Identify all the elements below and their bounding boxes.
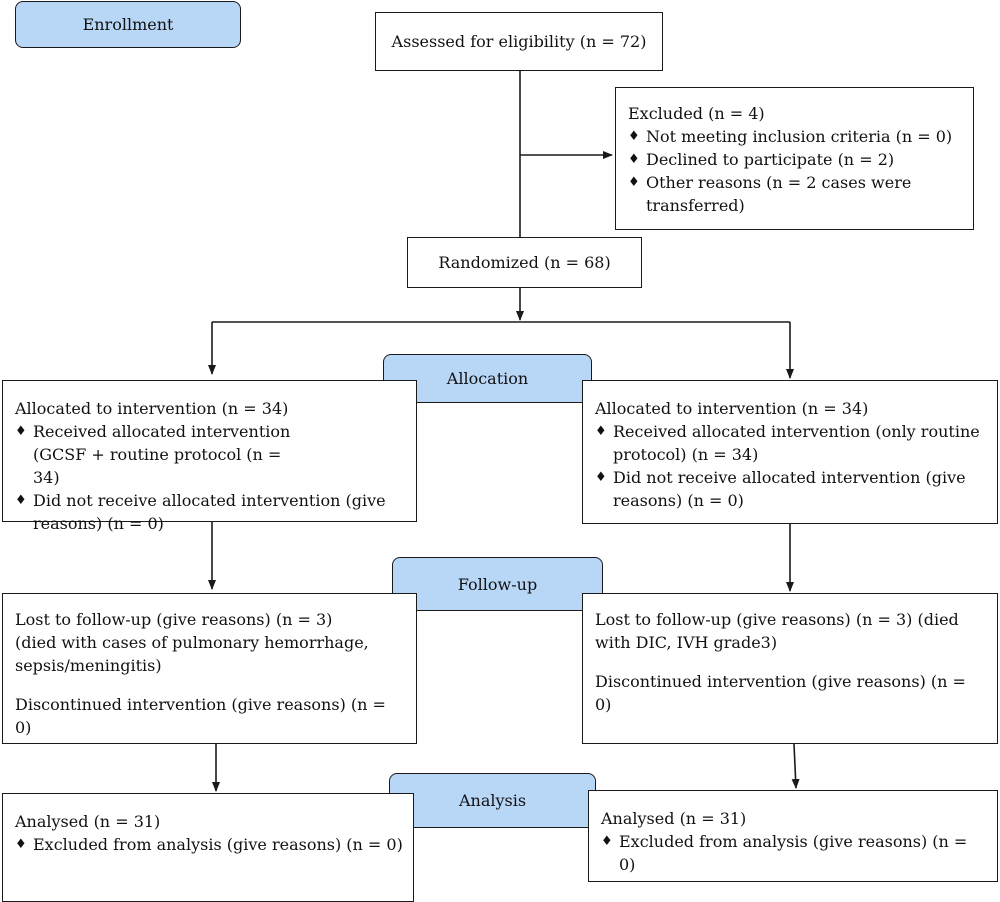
allocation-left-title: Allocated to intervention (n = 34): [15, 399, 289, 418]
follow-up-left-discontinued: Discontinued intervention (give reasons)…: [15, 695, 386, 737]
excluded-title: Excluded (n = 4): [628, 104, 765, 123]
allocation-right-item: ♦ Did not receive allocated intervention…: [595, 468, 966, 510]
arrow-to-analysis-right: [791, 743, 800, 789]
bullet-diamond-icon: ♦: [595, 424, 607, 439]
follow-up-right-discontinued: Discontinued intervention (give reasons)…: [595, 672, 966, 714]
bullet-diamond-icon: ♦: [595, 470, 607, 485]
analysis-left-box: Analysed (n = 31) ♦ Excluded from analys…: [2, 793, 414, 902]
stage-enrollment-label: Enrollment: [82, 15, 174, 34]
stage-analysis: Analysis: [389, 773, 596, 828]
allocation-left-item: ♦ Did not receive allocated intervention…: [15, 491, 386, 533]
analysis-left-item: ♦ Excluded from analysis (give reasons) …: [15, 835, 403, 854]
bullet-diamond-icon: ♦: [628, 152, 640, 167]
excluded-item: ♦ Declined to participate (n = 2): [628, 150, 895, 169]
stage-analysis-label: Analysis: [458, 791, 527, 810]
bullet-diamond-icon: ♦: [15, 424, 27, 439]
allocation-right-title: Allocated to intervention (n = 34): [595, 399, 869, 418]
allocation-left-item: ♦ Received allocated intervention (GCSF …: [15, 422, 291, 487]
excluded-item: ♦ Not meeting inclusion criteria (n = 0): [628, 127, 953, 146]
stage-allocation-label: Allocation: [446, 369, 529, 388]
follow-up-left-box: Lost to follow-up (give reasons) (n = 3)…: [2, 593, 417, 744]
assessed-box: Assessed for eligibility (n = 72): [375, 12, 663, 71]
analysis-right-item: ♦ Excluded from analysis (give reasons) …: [601, 832, 968, 874]
allocation-right-box: Allocated to intervention (n = 34) ♦ Rec…: [582, 380, 998, 524]
analysis-right-title: Analysed (n = 31): [601, 809, 747, 828]
follow-up-right-box: Lost to follow-up (give reasons) (n = 3)…: [582, 593, 998, 744]
stage-enrollment: Enrollment: [15, 1, 241, 48]
assessed-text: Assessed for eligibility (n = 72): [391, 32, 647, 51]
excluded-item: ♦ Other reasons (n = 2 cases were transf…: [628, 173, 912, 215]
bullet-diamond-icon: ♦: [15, 493, 27, 508]
bullet-diamond-icon: ♦: [15, 837, 27, 852]
bullet-diamond-icon: ♦: [601, 834, 613, 849]
stage-follow-up: Follow-up: [392, 557, 603, 611]
allocation-right-item: ♦ Received allocated intervention (only …: [595, 422, 980, 464]
stage-allocation: Allocation: [383, 354, 592, 403]
excluded-box: Excluded (n = 4) ♦ Not meeting inclusion…: [615, 87, 974, 230]
stage-follow-up-label: Follow-up: [457, 574, 538, 594]
analysis-left-title: Analysed (n = 31): [15, 812, 161, 831]
randomized-text: Randomized (n = 68): [438, 253, 611, 272]
bullet-diamond-icon: ♦: [628, 129, 640, 144]
randomized-box: Randomized (n = 68): [407, 237, 642, 288]
analysis-right-box: Analysed (n = 31) ♦ Excluded from analys…: [588, 790, 998, 882]
follow-up-right-lost: Lost to follow-up (give reasons) (n = 3)…: [595, 610, 959, 652]
allocation-left-box: Allocated to intervention (n = 34) ♦ Rec…: [2, 380, 417, 533]
bullet-diamond-icon: ♦: [628, 175, 640, 190]
follow-up-left-lost: Lost to follow-up (give reasons) (n = 3)…: [15, 610, 369, 675]
